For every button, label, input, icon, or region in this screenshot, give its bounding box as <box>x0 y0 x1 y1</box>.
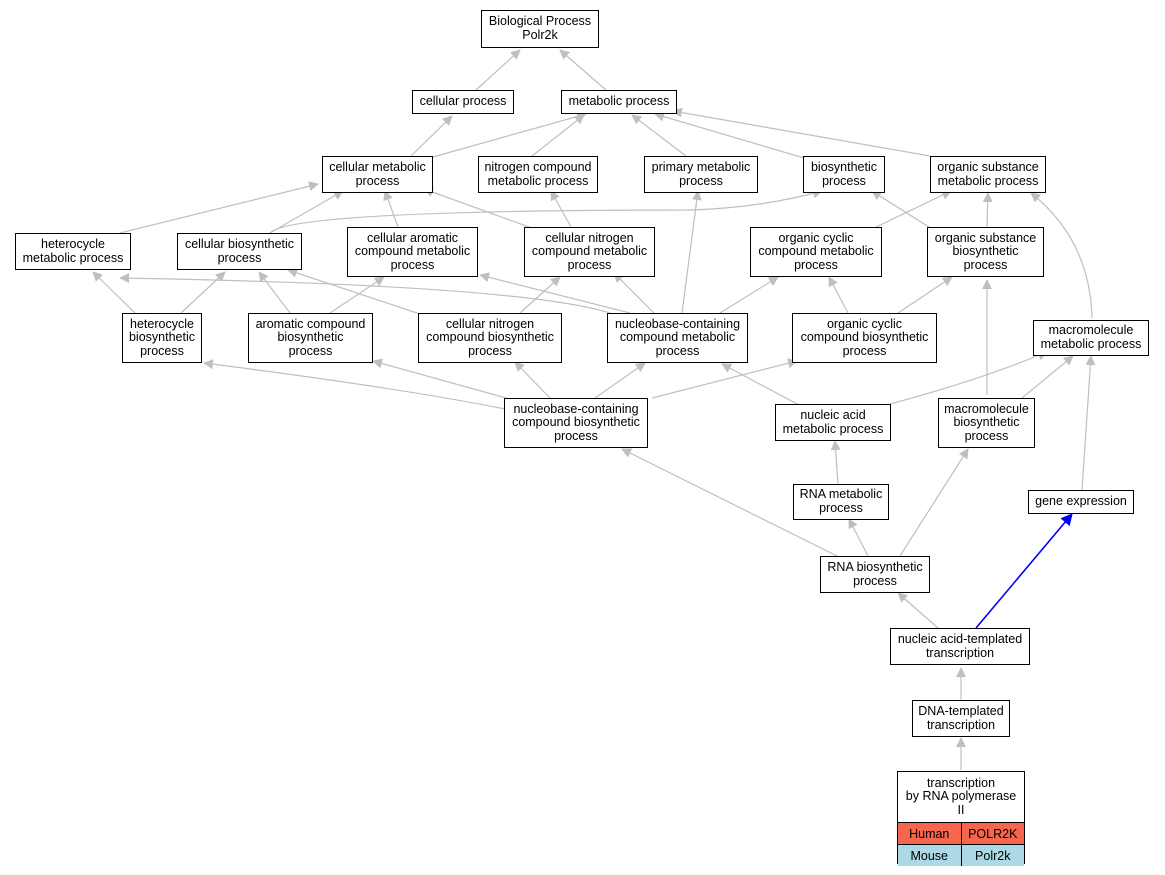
node-organic-cyclic-metabolic[interactable]: organic cyclic compound metabolic proces… <box>750 227 882 277</box>
edges <box>92 49 1096 770</box>
node-organic-cyclic-biosynthetic[interactable]: organic cyclic compound biosynthetic pro… <box>792 313 937 363</box>
node-cellular-aromatic[interactable]: cellular aromatic compound metabolic pro… <box>347 227 478 277</box>
edge <box>475 49 521 91</box>
gene-label: Polr2k <box>960 845 1025 866</box>
node-cellular-process[interactable]: cellular process <box>412 90 514 114</box>
edge <box>1081 355 1096 491</box>
species-label: Human <box>909 826 950 841</box>
edge <box>258 271 291 314</box>
node-dna-templated[interactable]: DNA-templated transcription <box>912 700 1010 737</box>
edge <box>828 276 849 314</box>
leaf-title: transcription by RNA polymerase II <box>898 772 1024 823</box>
node-cellular-nitrogen-biosynthetic[interactable]: cellular nitrogen compound biosynthetic … <box>418 313 562 363</box>
node-transcription-rna-polymerase-ii[interactable]: transcription by RNA polymerase II Human… <box>897 771 1025 866</box>
species-label: Mouse <box>910 848 949 863</box>
edge <box>631 114 687 157</box>
edge <box>550 190 572 228</box>
edge <box>410 115 453 157</box>
edge <box>479 272 631 314</box>
node-heterocycle-biosynthetic[interactable]: heterocycle biosynthetic process <box>122 313 202 363</box>
edge <box>651 358 798 399</box>
node-biological-process[interactable]: Biological Process Polr2k <box>481 10 599 48</box>
species-row-mouse: Mouse Polr2k <box>898 845 1024 866</box>
node-nucleobase-biosynthetic[interactable]: nucleobase-containing compound biosynthe… <box>504 398 648 448</box>
edge <box>269 190 344 234</box>
edge <box>897 276 953 314</box>
edge <box>1021 355 1074 399</box>
node-nucleobase-metabolic[interactable]: nucleobase-containing compound metabolic… <box>607 313 748 363</box>
edge <box>681 190 702 314</box>
edge <box>119 273 611 314</box>
edge <box>287 268 421 315</box>
edge <box>672 107 931 157</box>
edge <box>559 49 607 91</box>
edge <box>180 271 226 314</box>
node-nucleic-acid-metabolic[interactable]: nucleic acid metabolic process <box>775 404 891 441</box>
species-row-human: Human POLR2K <box>898 823 1024 845</box>
edge <box>982 192 993 228</box>
edge <box>119 181 319 234</box>
node-organic-substance-biosynthetic[interactable]: organic substance biosynthetic process <box>927 227 1044 277</box>
edge <box>92 271 136 314</box>
node-cellular-metabolic[interactable]: cellular metabolic process <box>322 156 433 193</box>
edge <box>889 350 1048 405</box>
node-cellular-nitrogen-metabolic[interactable]: cellular nitrogen compound metabolic pro… <box>524 227 655 277</box>
edge <box>514 361 551 399</box>
node-rna-metabolic[interactable]: RNA metabolic process <box>793 484 889 520</box>
edge <box>423 187 541 232</box>
node-rna-biosynthetic[interactable]: RNA biosynthetic process <box>820 556 930 593</box>
edge <box>594 362 646 399</box>
node-cellular-biosynthetic[interactable]: cellular biosynthetic process <box>177 233 302 270</box>
edge <box>719 276 779 314</box>
node-macromolecule-biosynthetic[interactable]: macromolecule biosynthetic process <box>938 398 1035 448</box>
edge <box>721 363 802 407</box>
edge <box>432 111 587 158</box>
edge <box>269 188 823 234</box>
node-primary-metabolic[interactable]: primary metabolic process <box>644 156 758 193</box>
edge <box>1030 192 1093 319</box>
node-heterocycle-metabolic[interactable]: heterocycle metabolic process <box>15 233 131 270</box>
edge <box>531 114 585 157</box>
edge <box>899 448 969 557</box>
edge <box>654 111 805 159</box>
edge <box>329 276 385 314</box>
node-nitrogen-compound-metabolic[interactable]: nitrogen compound metabolic process <box>478 156 598 193</box>
node-macromolecule-metabolic[interactable]: macromolecule metabolic process <box>1033 320 1149 356</box>
node-metabolic-process[interactable]: metabolic process <box>561 90 677 114</box>
node-aromatic-biosynthetic[interactable]: aromatic compound biosynthetic process <box>248 313 373 363</box>
node-organic-substance-metabolic[interactable]: organic substance metabolic process <box>930 156 1046 193</box>
node-nucleic-acid-templated[interactable]: nucleic acid-templated transcription <box>890 628 1030 665</box>
highlight-edge <box>975 513 1073 629</box>
gene-label: POLR2K <box>960 823 1025 844</box>
edge <box>383 190 399 228</box>
edge <box>869 190 952 231</box>
node-biosynthetic[interactable]: biosynthetic process <box>803 156 885 193</box>
edge <box>897 592 939 629</box>
edge <box>621 448 838 557</box>
edge <box>830 440 841 485</box>
node-gene-expression[interactable]: gene expression <box>1028 490 1134 514</box>
edge <box>613 272 655 314</box>
edge <box>519 276 561 314</box>
edge <box>848 518 869 557</box>
edge <box>372 358 507 399</box>
edge <box>203 359 506 410</box>
